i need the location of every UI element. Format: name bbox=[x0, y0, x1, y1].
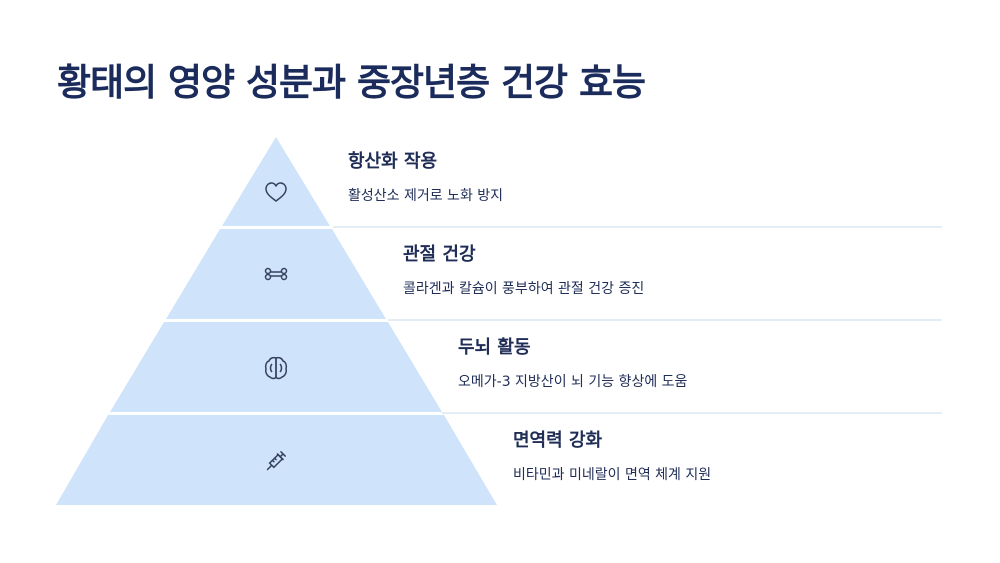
tier-4-heading: 면역력 강화 bbox=[513, 430, 603, 451]
tier-3-text: 두뇌 활동 오메가-3 지방산이 뇌 기능 향상에 도움 bbox=[458, 337, 687, 391]
page-title: 황태의 영양 성분과 중장년층 건강 효능 bbox=[57, 61, 646, 104]
tier-3-description: 오메가-3 지방산이 뇌 기능 향상에 도움 bbox=[458, 374, 688, 390]
tier-1-description: 활성산소 제거로 노화 방지 bbox=[348, 188, 504, 204]
pyramid-tier-2 bbox=[166, 229, 386, 319]
brain-icon bbox=[264, 356, 288, 380]
tier-4-text: 면역력 강화 비타민과 미네랄이 면역 체계 지원 bbox=[513, 430, 711, 484]
tier-2-heading: 관절 건강 bbox=[403, 244, 476, 265]
tier-1-heading: 항산화 작용 bbox=[348, 151, 438, 172]
bone-icon bbox=[264, 267, 288, 281]
tier-1-text: 항산화 작용 활성산소 제거로 노화 방지 bbox=[348, 151, 503, 205]
tier-3-heading: 두뇌 활동 bbox=[458, 337, 531, 358]
syringe-icon bbox=[266, 451, 286, 471]
tier-2-text: 관절 건강 콜라겐과 칼슘이 풍부하여 관절 건강 증진 bbox=[403, 244, 644, 298]
tier-4-description: 비타민과 미네랄이 면역 체계 지원 bbox=[513, 467, 712, 483]
pyramid-tier-1 bbox=[222, 137, 330, 226]
heart-icon bbox=[265, 182, 287, 202]
tier-2-description: 콜라겐과 칼슘이 풍부하여 관절 건강 증진 bbox=[403, 281, 645, 297]
